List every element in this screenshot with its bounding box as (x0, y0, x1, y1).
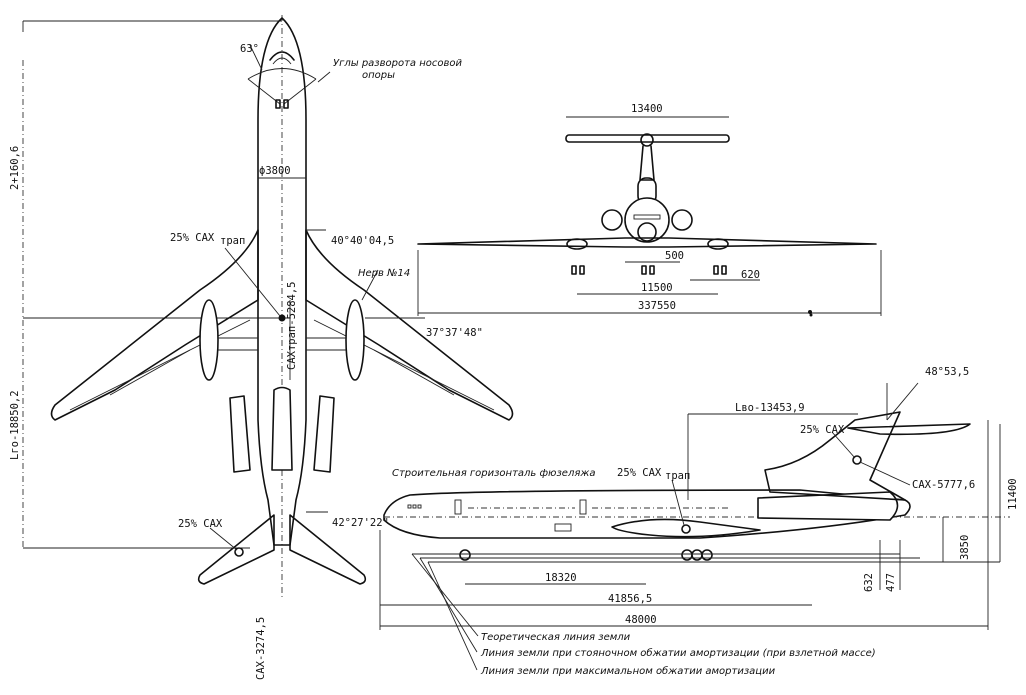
front-stabilizer (565, 134, 730, 143)
nose-gear-arc (247, 68, 317, 80)
stab-mac-length-label: САХ-3274,5 (255, 617, 267, 680)
cabin-windows (407, 499, 587, 515)
left-gear-pod (199, 299, 219, 381)
left-engine-front (601, 209, 623, 231)
front-wheels (571, 265, 727, 275)
wing-mac-point (278, 314, 286, 322)
ground-line-label-1: Теоретическая линия земли (481, 632, 631, 643)
ground-line-label-2: Линия земли при стояночном обжатии аморт… (480, 647, 876, 659)
fin-mac-label: 25% САХ (800, 424, 845, 436)
fin-mac-length-label: САХ-5777,6 (912, 479, 975, 491)
front-windshield (633, 214, 661, 220)
stabilizer-span-label: 13400 (631, 103, 663, 115)
tail-distance-label: Lго-18850,2 (9, 390, 21, 460)
overall-height-label: 11400 (1007, 478, 1019, 510)
vertical-fin (764, 411, 906, 501)
labels: 63° Углы разворота носовой опоры ϕ3800 2… (9, 43, 1019, 680)
left-engine (229, 395, 251, 473)
nose-gear-angle-label: 63° (240, 43, 259, 55)
wing-sweep-inner-label: 40°40'04,5 (331, 235, 394, 247)
nose-wheel (283, 99, 289, 109)
right-engine-front (671, 209, 693, 231)
fuselage-datum-label: Строительная горизонталь фюзеляжа (392, 468, 596, 479)
left-wing (50, 229, 259, 421)
nose-to-mac-label: 2+160,6 (9, 146, 21, 190)
ground-line-label-3: Линия земли при максимальном обжатии амо… (480, 665, 776, 677)
front-view (417, 116, 882, 316)
front-fuselage (624, 197, 670, 243)
nose-wheel (275, 99, 281, 109)
cockpit-windows (269, 51, 295, 61)
side-wing-mac-sub: трап (665, 470, 690, 482)
main-gear-track-label: 11500 (641, 282, 673, 294)
right-wing (305, 229, 514, 421)
center-engine (271, 386, 293, 471)
wing-mac-label: 25% САХ (170, 232, 215, 244)
wing-mac-sub: трап (220, 235, 245, 247)
wing-sweep-outer-label: 37°37'48" (426, 327, 483, 339)
cargo-door (554, 523, 572, 532)
right-engine (313, 395, 335, 473)
nose-gear-track-label: 500 (665, 250, 684, 262)
wheel-spacing-label: 620 (741, 269, 760, 281)
max-compression-label: 477 (885, 573, 897, 592)
fin-arm-label: Lво-13453,9 (735, 402, 805, 414)
wheelbase-label: 18320 (545, 572, 577, 584)
nose-gear-note-2: опоры (362, 70, 395, 81)
right-stabilizer (289, 514, 367, 585)
fin-mac-point (852, 455, 862, 465)
t-tail-stabilizer (847, 423, 971, 436)
wing-mac-point-side (681, 524, 691, 534)
top-view (22, 15, 514, 600)
overall-length-label: 48000 (625, 614, 657, 626)
side-gear (459, 549, 713, 561)
side-wing-mac-label: 25% САХ (617, 467, 662, 479)
nose-gear-note-1: Углы разворота носовой (333, 58, 463, 69)
datum-height-label: 3850 (959, 535, 971, 560)
fuselage-side (383, 489, 911, 539)
front-fin (639, 145, 655, 181)
stab-mac-label: 25% САХ (178, 518, 223, 530)
side-view (379, 313, 1010, 671)
fuselage-diameter-label: ϕ3800 (259, 165, 291, 177)
wing-span-label: 337550 (638, 300, 676, 312)
wing-root-side (611, 518, 761, 538)
stab-mac-point (234, 547, 244, 557)
static-compression-label: 632 (863, 573, 875, 592)
right-gear-pod (345, 299, 365, 381)
front-wing (417, 237, 877, 248)
left-stabilizer (197, 514, 275, 585)
length-to-fin-label: 41856,5 (608, 593, 652, 605)
fin-sweep-label: 48°53,5 (925, 366, 969, 378)
rib-label: Нерв №14 (358, 268, 410, 279)
stab-sweep-label: 42°27'22" (332, 517, 389, 529)
mac-length-label: САХтрап-5284,5 (286, 281, 298, 370)
